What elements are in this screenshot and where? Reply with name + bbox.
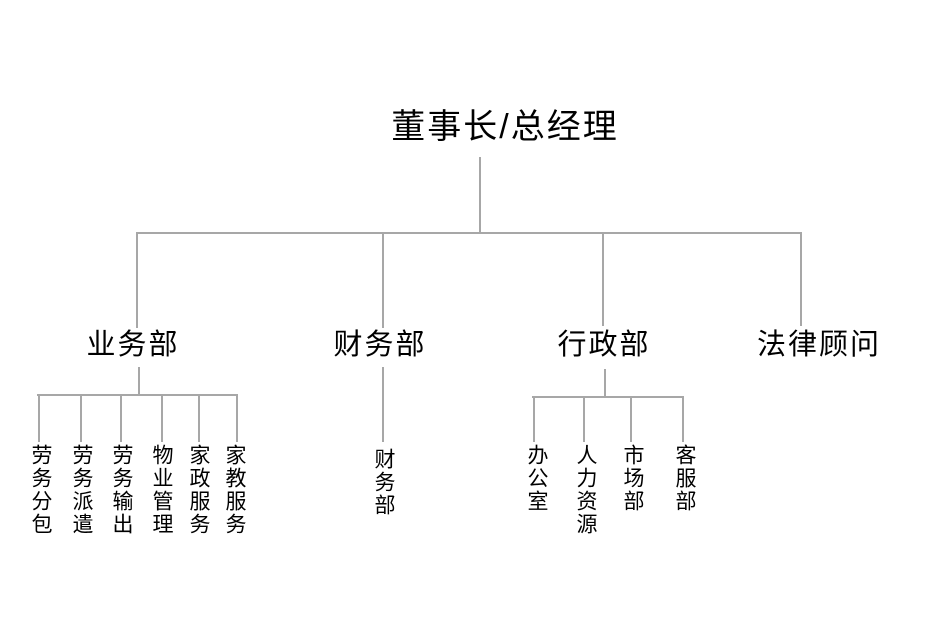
child-node-housekeeping-service: 家政服务 [187,444,211,536]
connector-drop-legal [800,233,802,326]
child-node-finance-dept: 财务部 [372,448,396,517]
connector-drop-office [533,397,535,442]
connector-business-riser [138,367,140,395]
connector-business-horizontal [37,394,238,396]
dept-node-legal: 法律顾问 [756,329,882,361]
connector-drop-labor-export [120,395,122,442]
child-node-customer-service-dept: 客服部 [673,444,697,513]
connector-drop-human-resources [583,397,585,442]
connector-admin-horizontal [532,396,684,398]
connector-drop-business [136,233,138,328]
connector-drop-housekeeping [198,395,200,442]
connector-drop-admin [602,233,604,326]
child-node-property-management: 物业管理 [150,444,174,536]
root-node-label: 董事长/总经理 [391,108,619,146]
child-node-marketing-dept: 市场部 [621,444,645,513]
child-node-labor-export: 劳务输出 [110,444,134,536]
connector-drop-finance [382,233,384,328]
connector-drop-tutoring [236,395,238,442]
dept-node-finance: 财务部 [333,329,427,361]
child-node-labor-dispatch: 劳务派遣 [70,444,94,536]
connector-drop-customer-service [682,397,684,442]
connector-root-riser [479,157,481,233]
child-node-labor-subcontract: 劳务分包 [29,444,53,536]
dept-node-business: 业务部 [86,329,180,361]
child-node-office: 办公室 [525,444,549,513]
connector-drop-marketing [630,397,632,442]
child-node-tutoring-service: 家教服务 [223,444,247,536]
connector-drop-labor-dispatch [80,395,82,442]
connector-admin-riser [604,369,606,397]
child-node-human-resources: 人力资源 [574,444,598,536]
connector-level1-horizontal [136,232,802,234]
connector-drop-labor-subcontract [38,395,40,442]
dept-node-admin: 行政部 [557,329,651,361]
connector-drop-property-management [161,395,163,442]
connector-finance-child-drop [382,367,384,442]
